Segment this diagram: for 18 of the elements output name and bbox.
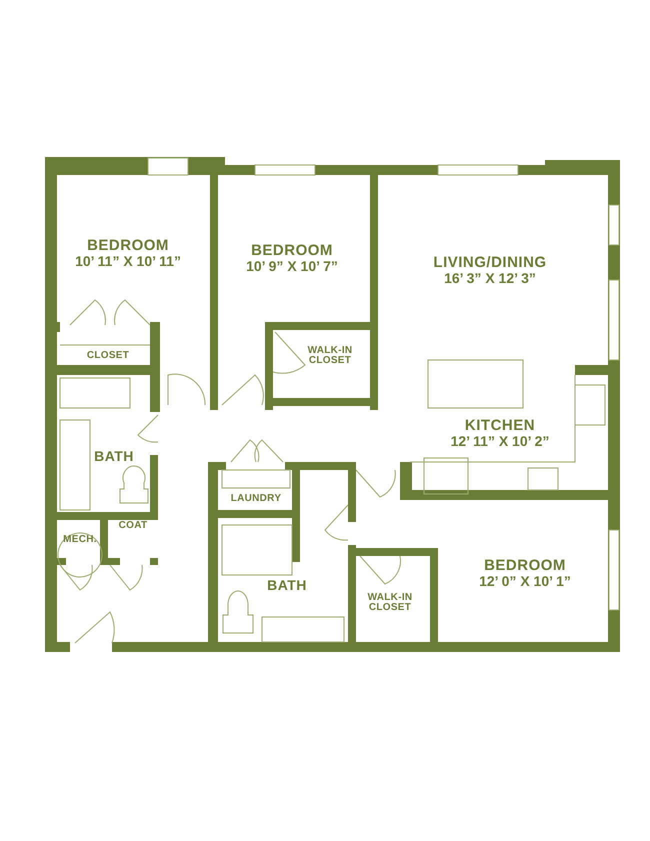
room-name: COAT [118, 520, 148, 532]
room-name: MECH. [63, 534, 97, 546]
room-name: WALK-IN CLOSET [306, 346, 354, 366]
room-name: BATH [94, 448, 134, 464]
room-name: BEDROOM [87, 238, 169, 254]
room-name: CLOSET [86, 350, 130, 362]
room-name: LAUNDRY [230, 494, 282, 504]
room-name: BEDROOM [251, 242, 333, 259]
room-name: BEDROOM [484, 558, 566, 574]
room-dimensions: 10’ 9” X 10’ 7” [246, 258, 338, 274]
room-name: KITCHEN [464, 418, 536, 434]
room-name: WALK-IN CLOSET [366, 592, 414, 614]
room-name: BATH [267, 578, 307, 592]
room-name: LIVING/DINING [433, 254, 547, 271]
room-dimensions: 12’ 11” X 10’ 2” [450, 434, 550, 448]
room-dimensions: 12’ 0” X 10’ 1” [479, 574, 571, 588]
room-dimensions: 16’ 3” X 12’ 3” [444, 270, 536, 286]
room-dimensions: 10’ 11” X 10’ 11” [75, 254, 181, 268]
